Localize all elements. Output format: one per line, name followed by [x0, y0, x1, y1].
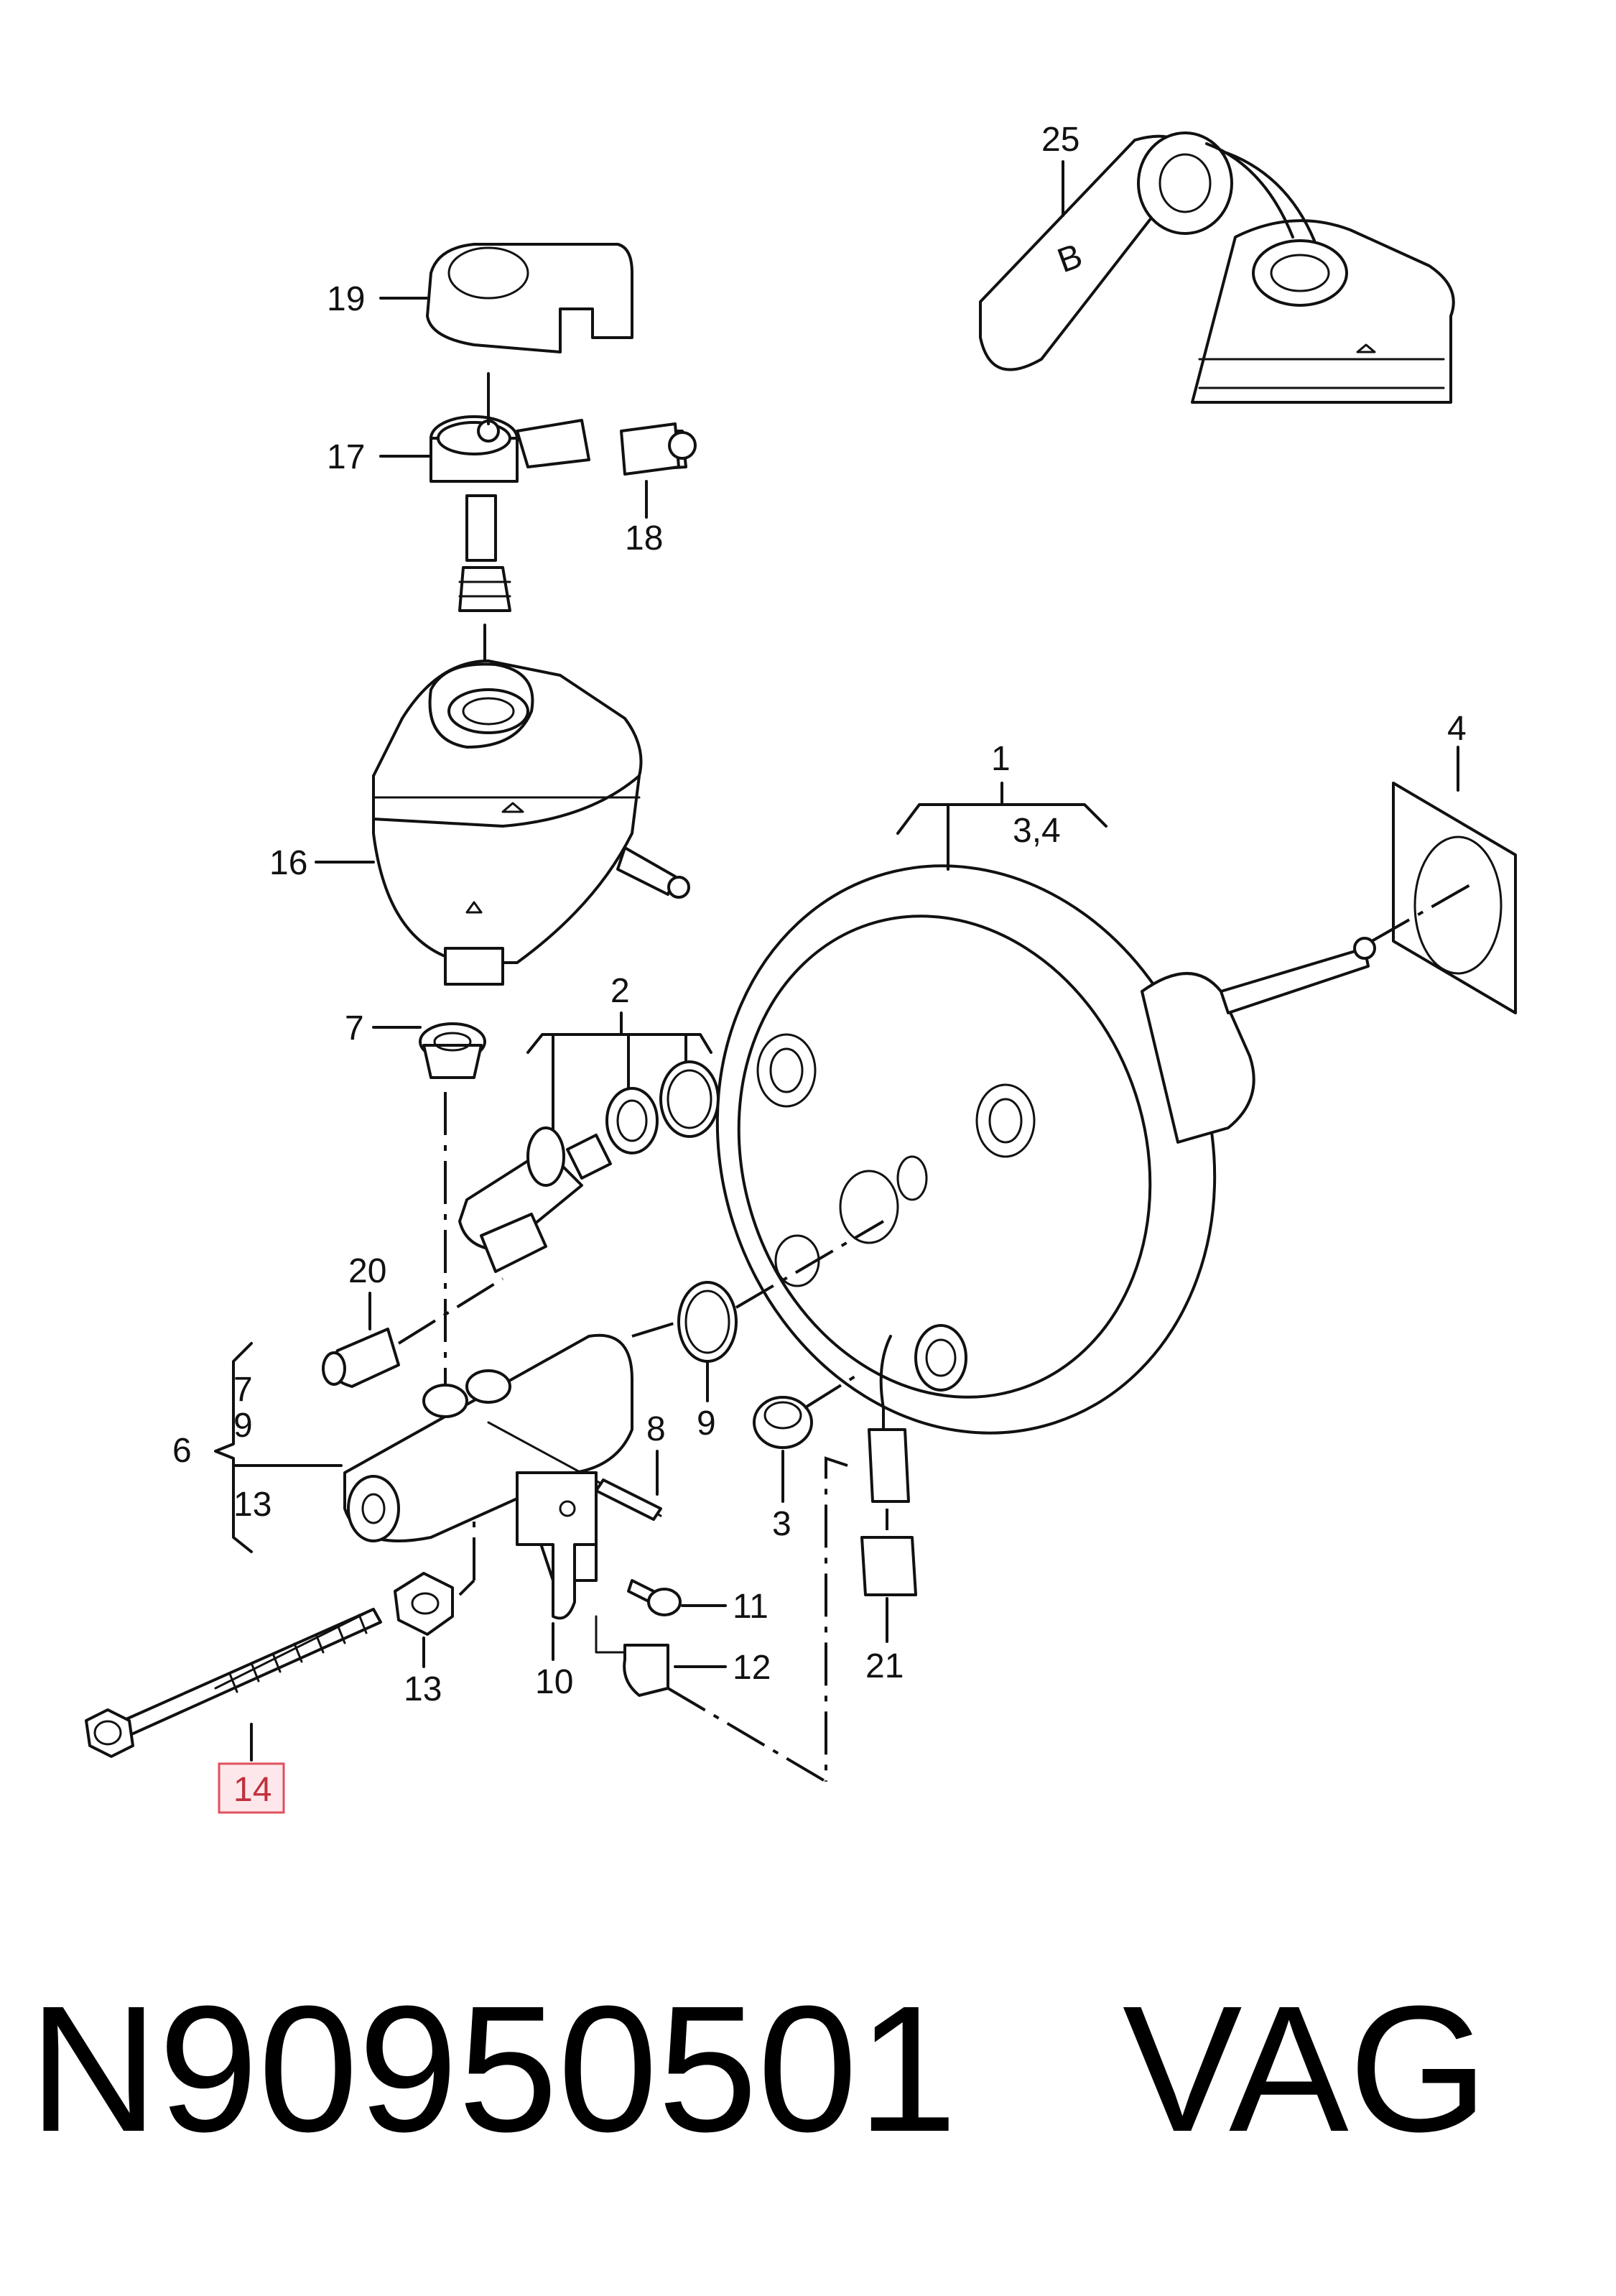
plug-3: 3 [753, 1371, 863, 1543]
label-9-left: 9 [233, 1407, 253, 1445]
sensor-21: 21 [825, 1335, 917, 1782]
label-9-right: 9 [697, 1404, 716, 1443]
cap-19: 19 [327, 243, 633, 353]
sensor-20: 20 [322, 1252, 504, 1388]
label-3-4: 3,4 [1013, 812, 1061, 850]
label-18: 18 [625, 519, 663, 557]
label-14: 14 [233, 1771, 271, 1809]
clip-12: 12 [595, 1615, 827, 1783]
label-3: 3 [772, 1505, 791, 1543]
label-1: 1 [991, 740, 1011, 778]
gasket-4: 4 [1371, 710, 1517, 1014]
reservoir-16: 16 [269, 624, 690, 986]
part-info-footer: N90950501 VAG [29, 1940, 1587, 2198]
exploded-parts-diagram: B 25 19 17 18 [85, 121, 1517, 1814]
label-20: 20 [348, 1252, 386, 1290]
label-2: 2 [610, 972, 630, 1010]
label-11: 11 [733, 1588, 768, 1626]
part-number: N90950501 [29, 1968, 957, 2169]
highlight-box [218, 1762, 285, 1814]
level-sensor-17: 17 [327, 372, 687, 612]
label-19: 19 [327, 280, 365, 318]
label-25: 25 [1041, 121, 1079, 159]
brand-name: VAG [1122, 1968, 1489, 2169]
seal-7-upper: 7 [345, 1009, 486, 1387]
master-cylinder [343, 1333, 662, 1582]
group-2: 2 [458, 972, 777, 1273]
brake-booster-1: 1 3,4 [715, 740, 1376, 1435]
bracket-10: 10 [516, 1471, 598, 1701]
oring-9: 9 [631, 1220, 885, 1443]
nut-13: 13 [394, 1516, 475, 1708]
label-4: 4 [1447, 710, 1467, 748]
label-21: 21 [865, 1647, 904, 1685]
group-6: 6 7 9 13 [172, 1342, 343, 1553]
label-7-lower: 7 [233, 1371, 253, 1409]
label-7-upper: 7 [345, 1009, 364, 1047]
bolt-11: 11 [627, 1579, 768, 1626]
label-13-left: 13 [233, 1486, 271, 1524]
label-8: 8 [646, 1410, 666, 1448]
reservoir-inset-25: B 25 [979, 121, 1455, 404]
label-17: 17 [327, 438, 365, 476]
label-12: 12 [733, 1649, 771, 1687]
bolt-14: 14 [85, 1608, 382, 1814]
label-6: 6 [172, 1432, 192, 1470]
label-16: 16 [269, 844, 307, 882]
label-13-nut: 13 [404, 1670, 442, 1708]
connector-18: 18 [620, 422, 697, 557]
pin-8: 8 [595, 1410, 666, 1521]
label-10: 10 [535, 1663, 573, 1701]
